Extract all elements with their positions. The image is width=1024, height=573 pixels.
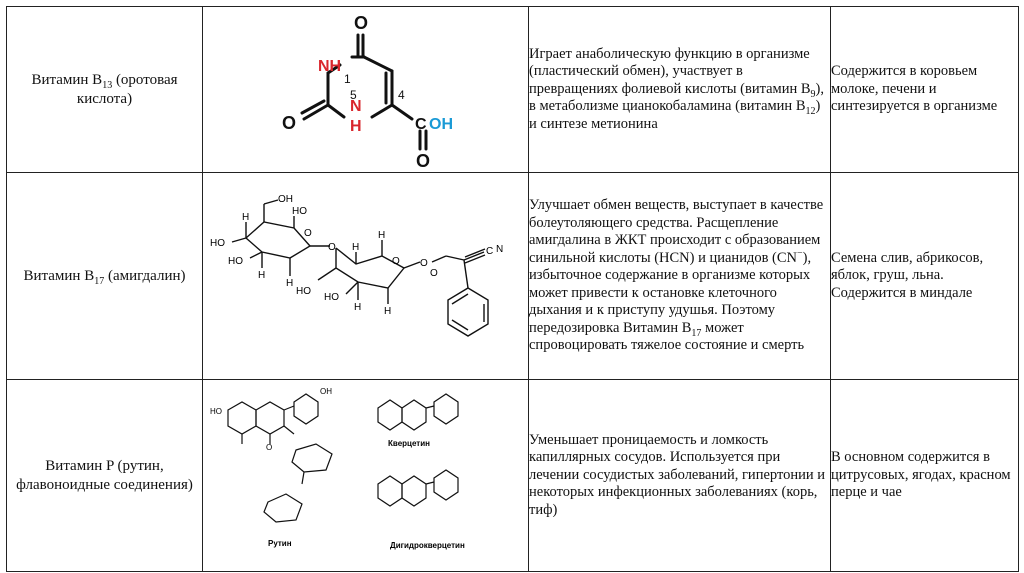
caption-dihydroquercetin: Дигидрокверцетин xyxy=(390,541,465,550)
label-h: H xyxy=(352,242,359,253)
label-ho: HO xyxy=(210,407,222,416)
structure-b17: OH HO HO HO HO HO H H H H H H H O O O O … xyxy=(202,172,529,380)
structure-b13: O NH 1 O N H 5 4 C OH O xyxy=(202,6,529,173)
label-oh: OH xyxy=(278,194,293,205)
vitamin-table: Витамин B13 (оротовая кислота) xyxy=(6,6,1019,572)
vitamin-desc-b13: Играет анаболическую функцию в организме… xyxy=(528,6,831,173)
vitamin-desc-b17: Улучшает обмен веществ, выступает в каче… xyxy=(528,172,831,380)
label-h: H xyxy=(384,306,391,317)
label-h: H xyxy=(286,278,293,289)
vitamin-name-b13: Витамин B13 (оротовая кислота) xyxy=(6,6,203,173)
atom-number-5: 5 xyxy=(350,88,357,102)
atom-nh: NH xyxy=(318,58,341,75)
vitamin-name-b17: Витамин B17 (амигдалин) xyxy=(6,172,203,380)
label-h: H xyxy=(354,302,361,313)
vitamin-desc-p: Уменьшает проницаемость и ломкость капил… xyxy=(528,379,831,572)
label-ho: HO xyxy=(228,256,243,267)
atom-number-4: 4 xyxy=(398,88,405,102)
label-o: O xyxy=(420,258,428,269)
label-o: O xyxy=(304,228,312,239)
vitamin-source-b13: Содержится в коровьем молоке, печени и с… xyxy=(830,6,1019,173)
label-ho: HO xyxy=(296,286,311,297)
orotic-acid-structure: O NH 1 O N H 5 4 C OH O xyxy=(282,13,453,171)
caption-quercetin: Кверцетин xyxy=(388,439,430,448)
table-row-b17: Витамин B17 (амигдалин) xyxy=(6,172,1019,380)
atom-o-left: O xyxy=(282,113,296,133)
label-o: O xyxy=(392,256,400,267)
label-o: O xyxy=(266,443,272,452)
structure-p: HO OH O Рутин Кверцетин Дигидрокверцетин xyxy=(202,379,529,572)
vitamin-source-p: В основном содержится в цитрусовых, ягод… xyxy=(830,379,1019,572)
atom-c: C xyxy=(415,116,427,133)
atom-o-top: O xyxy=(354,13,368,33)
vitamin-source-b17: Семена слив, абрикосов, яблок, груш, льн… xyxy=(830,172,1019,380)
amygdalin-structure: OH HO HO HO HO HO H H H H H H H O O O O … xyxy=(210,194,503,337)
label-oh: OH xyxy=(320,387,332,396)
flavonoid-structures: HO OH O Рутин Кверцетин Дигидрокверцетин xyxy=(210,387,465,550)
label-c: C xyxy=(486,246,493,257)
atom-o-bottom: O xyxy=(416,151,430,167)
label-n: N xyxy=(496,244,503,255)
label-h: H xyxy=(378,230,385,241)
label-h: H xyxy=(242,212,249,223)
label-ho: HO xyxy=(324,292,339,303)
caption-rutin: Рутин xyxy=(268,539,292,548)
vitamin-name-p: Витамин P (рутин, флавоноидные соединени… xyxy=(6,379,203,572)
label-o: O xyxy=(328,242,336,253)
label-h: H xyxy=(258,270,265,281)
atom-oh: OH xyxy=(429,116,453,133)
atom-number-1: 1 xyxy=(344,72,351,86)
label-o: O xyxy=(430,268,438,279)
table-row-p: Витамин P (рутин, флавоноидные соединени… xyxy=(6,379,1019,572)
label-ho: HO xyxy=(210,238,225,249)
atom-n: N xyxy=(350,98,362,115)
table-row-b13: Витамин B13 (оротовая кислота) xyxy=(6,6,1019,173)
label-ho: HO xyxy=(292,206,307,217)
atom-h: H xyxy=(350,118,362,135)
